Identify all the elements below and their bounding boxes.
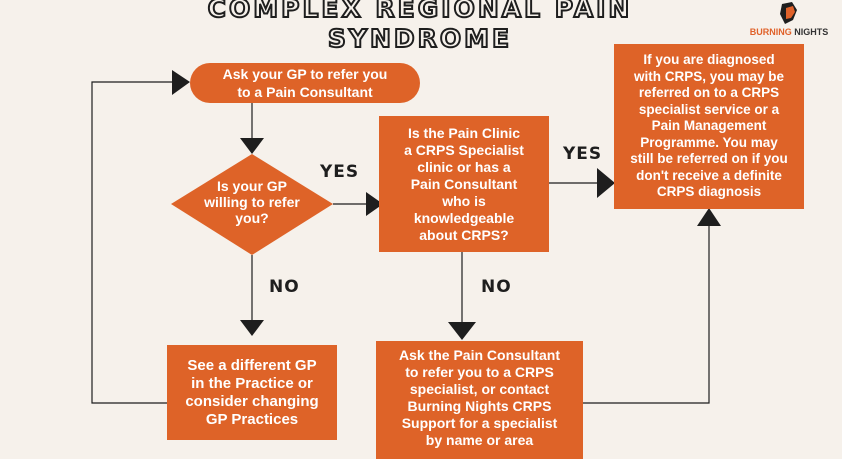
ask-consultant-node: Ask the Pain Consultant to refer you to …: [376, 341, 583, 459]
burning-nights-flame-logo: [780, 2, 797, 24]
yes-label-1: YES: [320, 162, 360, 182]
different-gp-node: See a different GP in the Practice or co…: [167, 345, 337, 440]
arrowhead-to-different-gp: [240, 320, 264, 336]
no-label-1: NO: [269, 277, 300, 297]
decision-gp-text: Is your GP willing to refer you?: [204, 178, 300, 226]
yes-label-2: YES: [563, 144, 603, 164]
arrowhead-to-outcome: [597, 168, 615, 198]
decision-clinic-node: Is the Pain Clinic a CRPS Specialist cli…: [379, 116, 549, 252]
ask-gp-node: Ask your GP to refer you to a Pain Consu…: [190, 63, 420, 103]
arrowhead-to-decision: [240, 138, 264, 154]
decision-gp-diamond: [171, 154, 333, 255]
arrowhead-to-ask-consultant: [448, 322, 476, 340]
no-label-2: NO: [481, 277, 512, 297]
arrowhead-to-clinic: [366, 192, 383, 216]
logo-wordmark: BURNING NIGHTS: [749, 27, 829, 37]
arrowhead-to-start: [172, 70, 190, 95]
arrowhead-up-to-outcome: [697, 208, 721, 226]
page-title: COMPLEX REGIONAL PAIN SYNDROME: [207, 0, 633, 54]
outcome-node: If you are diagnosed with CRPS, you may …: [614, 44, 804, 209]
